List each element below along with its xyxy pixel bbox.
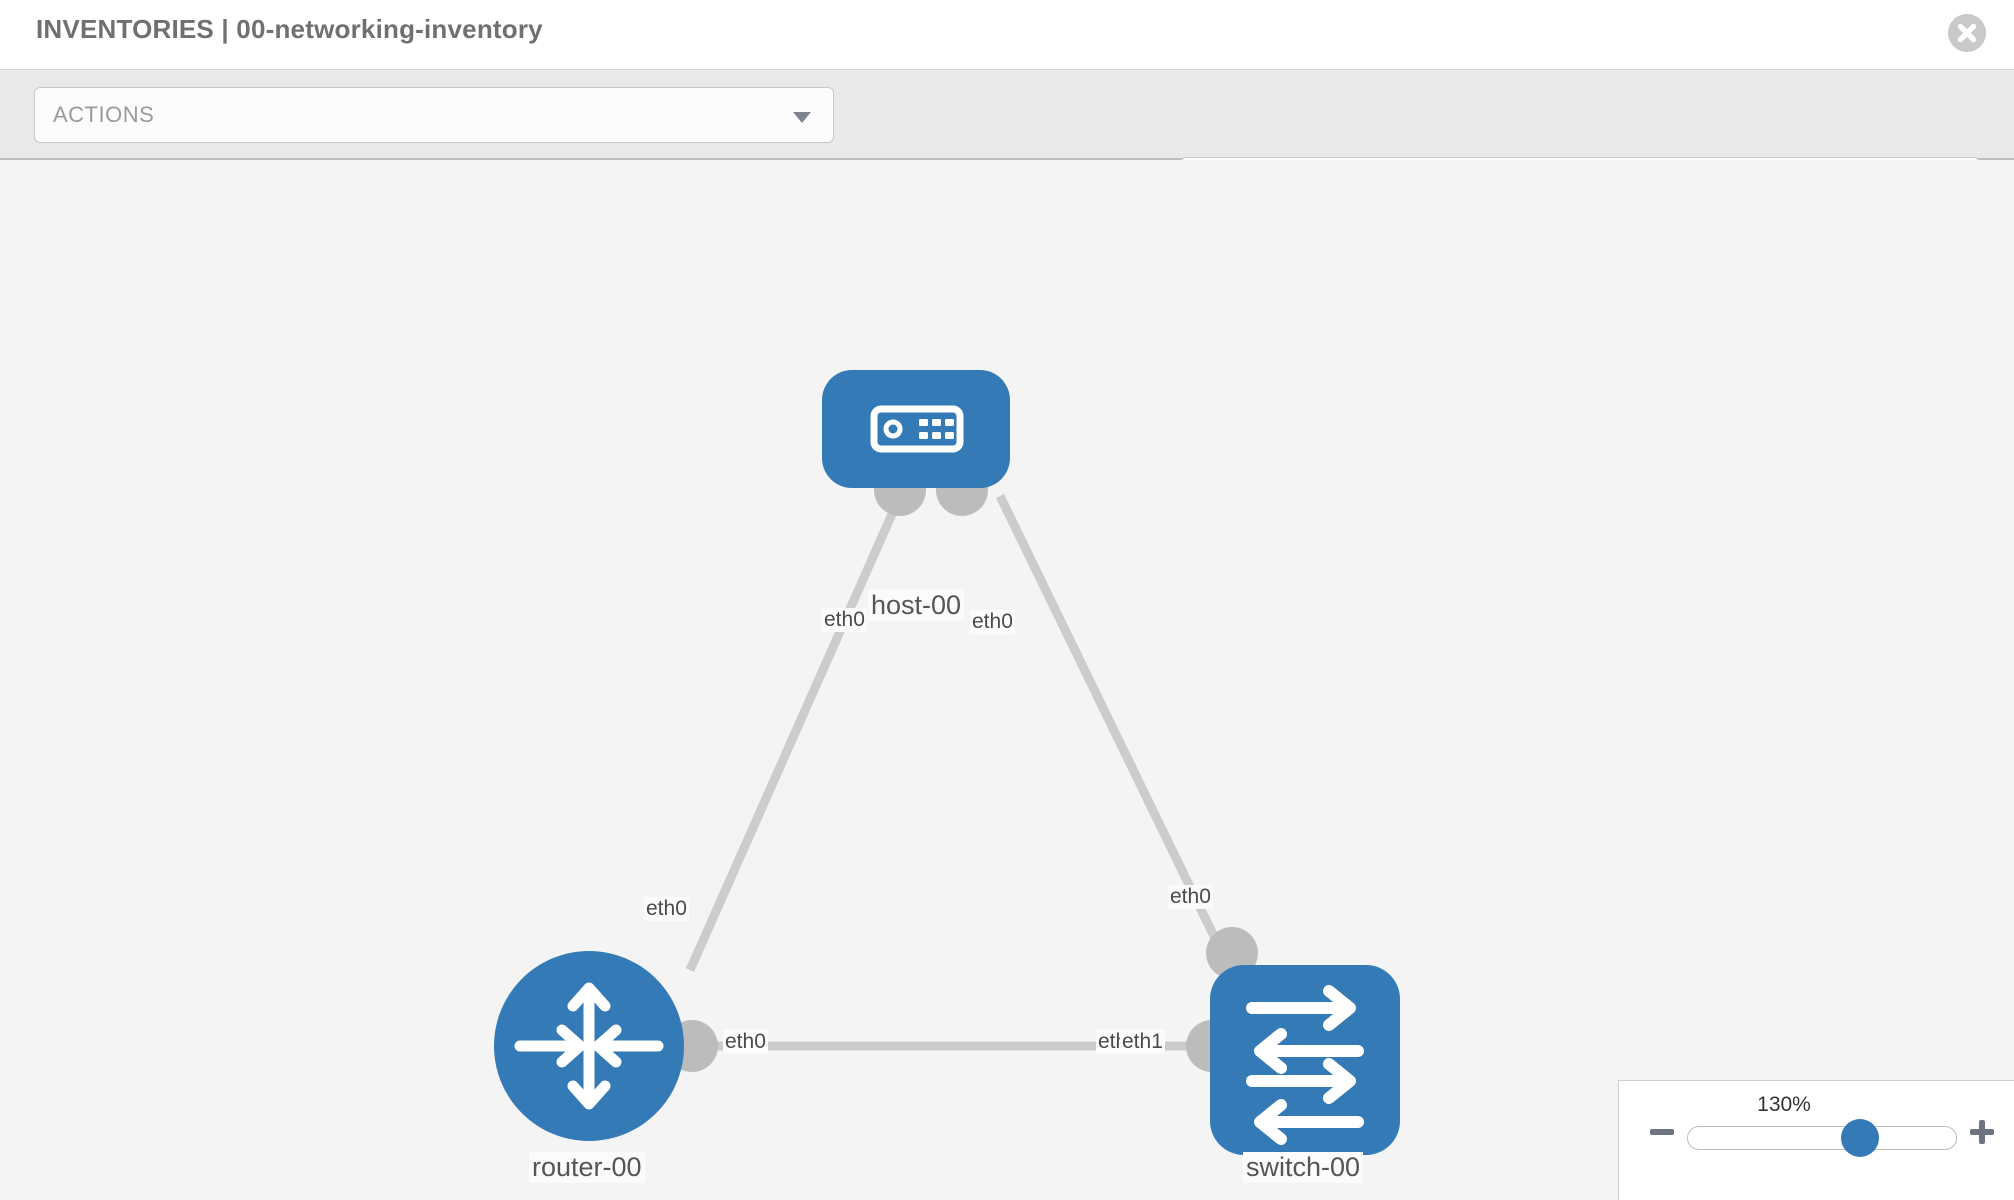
four-arrows-icon — [514, 982, 664, 1110]
port-label-switch-left: eth1 — [1120, 1030, 1165, 1055]
node-label-host-00: host-00 — [868, 590, 965, 622]
topology-graph — [494, 370, 1400, 1155]
node-label-switch-00: switch-00 — [1243, 1152, 1364, 1184]
zoom-out-button[interactable] — [1647, 1117, 1677, 1152]
topology-node-switch-00[interactable] — [1210, 965, 1400, 1155]
bidirectional-arrows-icon — [1246, 985, 1364, 1145]
link-host00-router00 — [685, 494, 905, 972]
page-header: INVENTORIES | 00-networking-inventory — [0, 0, 2014, 70]
port-label-router-right: eth0 — [723, 1030, 768, 1055]
topology-node-router-00[interactable] — [494, 951, 684, 1141]
port-label-switch-up: eth0 — [1168, 885, 1213, 910]
zoom-control-panel: 130% — [1618, 1080, 2014, 1200]
chevron-down-icon — [793, 112, 811, 123]
topology-node-host-00[interactable] — [822, 370, 1010, 488]
page-title: INVENTORIES | 00-networking-inventory — [36, 14, 543, 44]
zoom-slider-thumb[interactable] — [1841, 1119, 1879, 1157]
port-label-router-up: eth0 — [644, 897, 689, 922]
close-icon[interactable] — [1948, 14, 1986, 52]
topology-canvas[interactable]: eth0 eth0 eth0 eth0 eth0 eth0 eth1 host-… — [0, 160, 2014, 1200]
port-label-host-right: eth0 — [970, 610, 1015, 635]
zoom-in-button[interactable] — [1967, 1117, 1997, 1152]
server-appliance-icon — [870, 405, 964, 453]
port-label-host-left: eth0 — [822, 608, 867, 633]
toolbar: ACTIONS SEARCH — [0, 70, 2014, 213]
zoom-level-value: 130% — [1757, 1093, 1811, 1116]
zoom-slider-track[interactable] — [1687, 1126, 1957, 1150]
actions-dropdown-label: ACTIONS — [53, 102, 155, 127]
node-label-router-00: router-00 — [529, 1152, 645, 1184]
actions-dropdown[interactable]: ACTIONS — [34, 87, 834, 143]
